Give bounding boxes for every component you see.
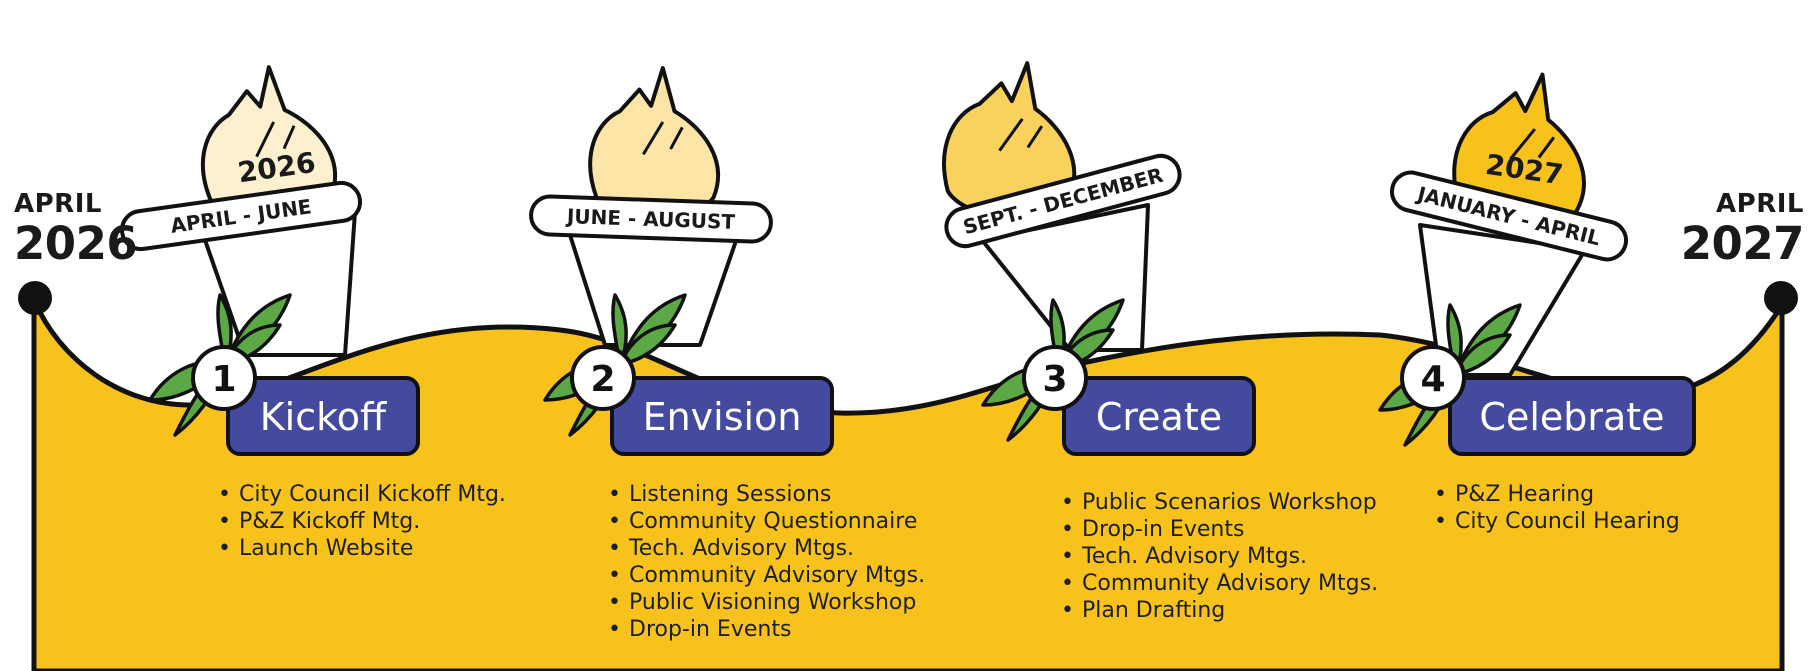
list-item: Drop-in Events [1061, 516, 1378, 543]
phase-title: Create [1096, 395, 1222, 439]
end-label: APRIL 2027 [1680, 189, 1805, 270]
phase-number: 2 [590, 359, 615, 400]
phase-title-box [610, 376, 834, 456]
list-item: City Council Kickoff Mtg. [218, 481, 506, 508]
end-year: 2027 [1680, 217, 1805, 270]
phase-number-badge [1400, 345, 1466, 411]
phase-title-box [1448, 376, 1696, 456]
list-item: Tech. Advisory Mtgs. [608, 535, 925, 562]
list-item: City Council Hearing [1434, 508, 1680, 535]
list-item: P&Z Kickoff Mtg. [218, 508, 506, 535]
phase-number: 3 [1042, 359, 1067, 400]
end-month: APRIL [1716, 189, 1804, 219]
list-item: Drop-in Events [608, 616, 925, 643]
start-year: 2026 [14, 217, 138, 270]
phase-title: Envision [643, 395, 802, 439]
phase-number-badge [191, 345, 257, 411]
phase-number: 1 [211, 359, 236, 400]
phase-title: Celebrate [1479, 395, 1664, 439]
phase-title-box [1062, 376, 1256, 456]
phase-2-list: Listening Sessions Community Questionnai… [608, 481, 925, 643]
start-dot [18, 281, 52, 315]
list-item: Public Scenarios Workshop [1061, 489, 1378, 516]
list-item: Launch Website [218, 535, 506, 562]
list-item: Tech. Advisory Mtgs. [1061, 543, 1378, 570]
list-item: Listening Sessions [608, 481, 925, 508]
leaf-icon [1453, 333, 1512, 377]
phase-1-list: City Council Kickoff Mtg. P&Z Kickoff Mt… [218, 481, 506, 562]
list-item: Community Questionnaire [608, 508, 925, 535]
phase-number-badge [1022, 345, 1088, 411]
list-item: Plan Drafting [1061, 597, 1378, 624]
leaf-icon [611, 293, 628, 367]
torch-2: JUNE - AUGUST Envision 2 [529, 66, 834, 456]
phase-4-list: P&Z Hearing City Council Hearing [1434, 481, 1680, 535]
leaf-icon [618, 323, 677, 367]
list-item: Public Visioning Workshop [608, 589, 925, 616]
list-item: P&Z Hearing [1434, 481, 1680, 508]
date-band: JUNE - AUGUST [529, 194, 773, 244]
end-dot [1764, 281, 1798, 315]
date-range: JUNE - AUGUST [565, 204, 736, 234]
start-month: APRIL [14, 189, 102, 219]
phase-number: 4 [1420, 359, 1445, 400]
phase-3-list: Public Scenarios Workshop Drop-in Events… [1061, 489, 1378, 624]
phase-number-badge [570, 345, 636, 411]
list-item: Community Advisory Mtgs. [1061, 570, 1378, 597]
phase-title: Kickoff [260, 395, 387, 439]
start-label: APRIL 2026 [14, 189, 138, 270]
phase-title-box [226, 376, 420, 456]
flame-icon [588, 66, 721, 220]
list-item: Community Advisory Mtgs. [608, 562, 925, 589]
